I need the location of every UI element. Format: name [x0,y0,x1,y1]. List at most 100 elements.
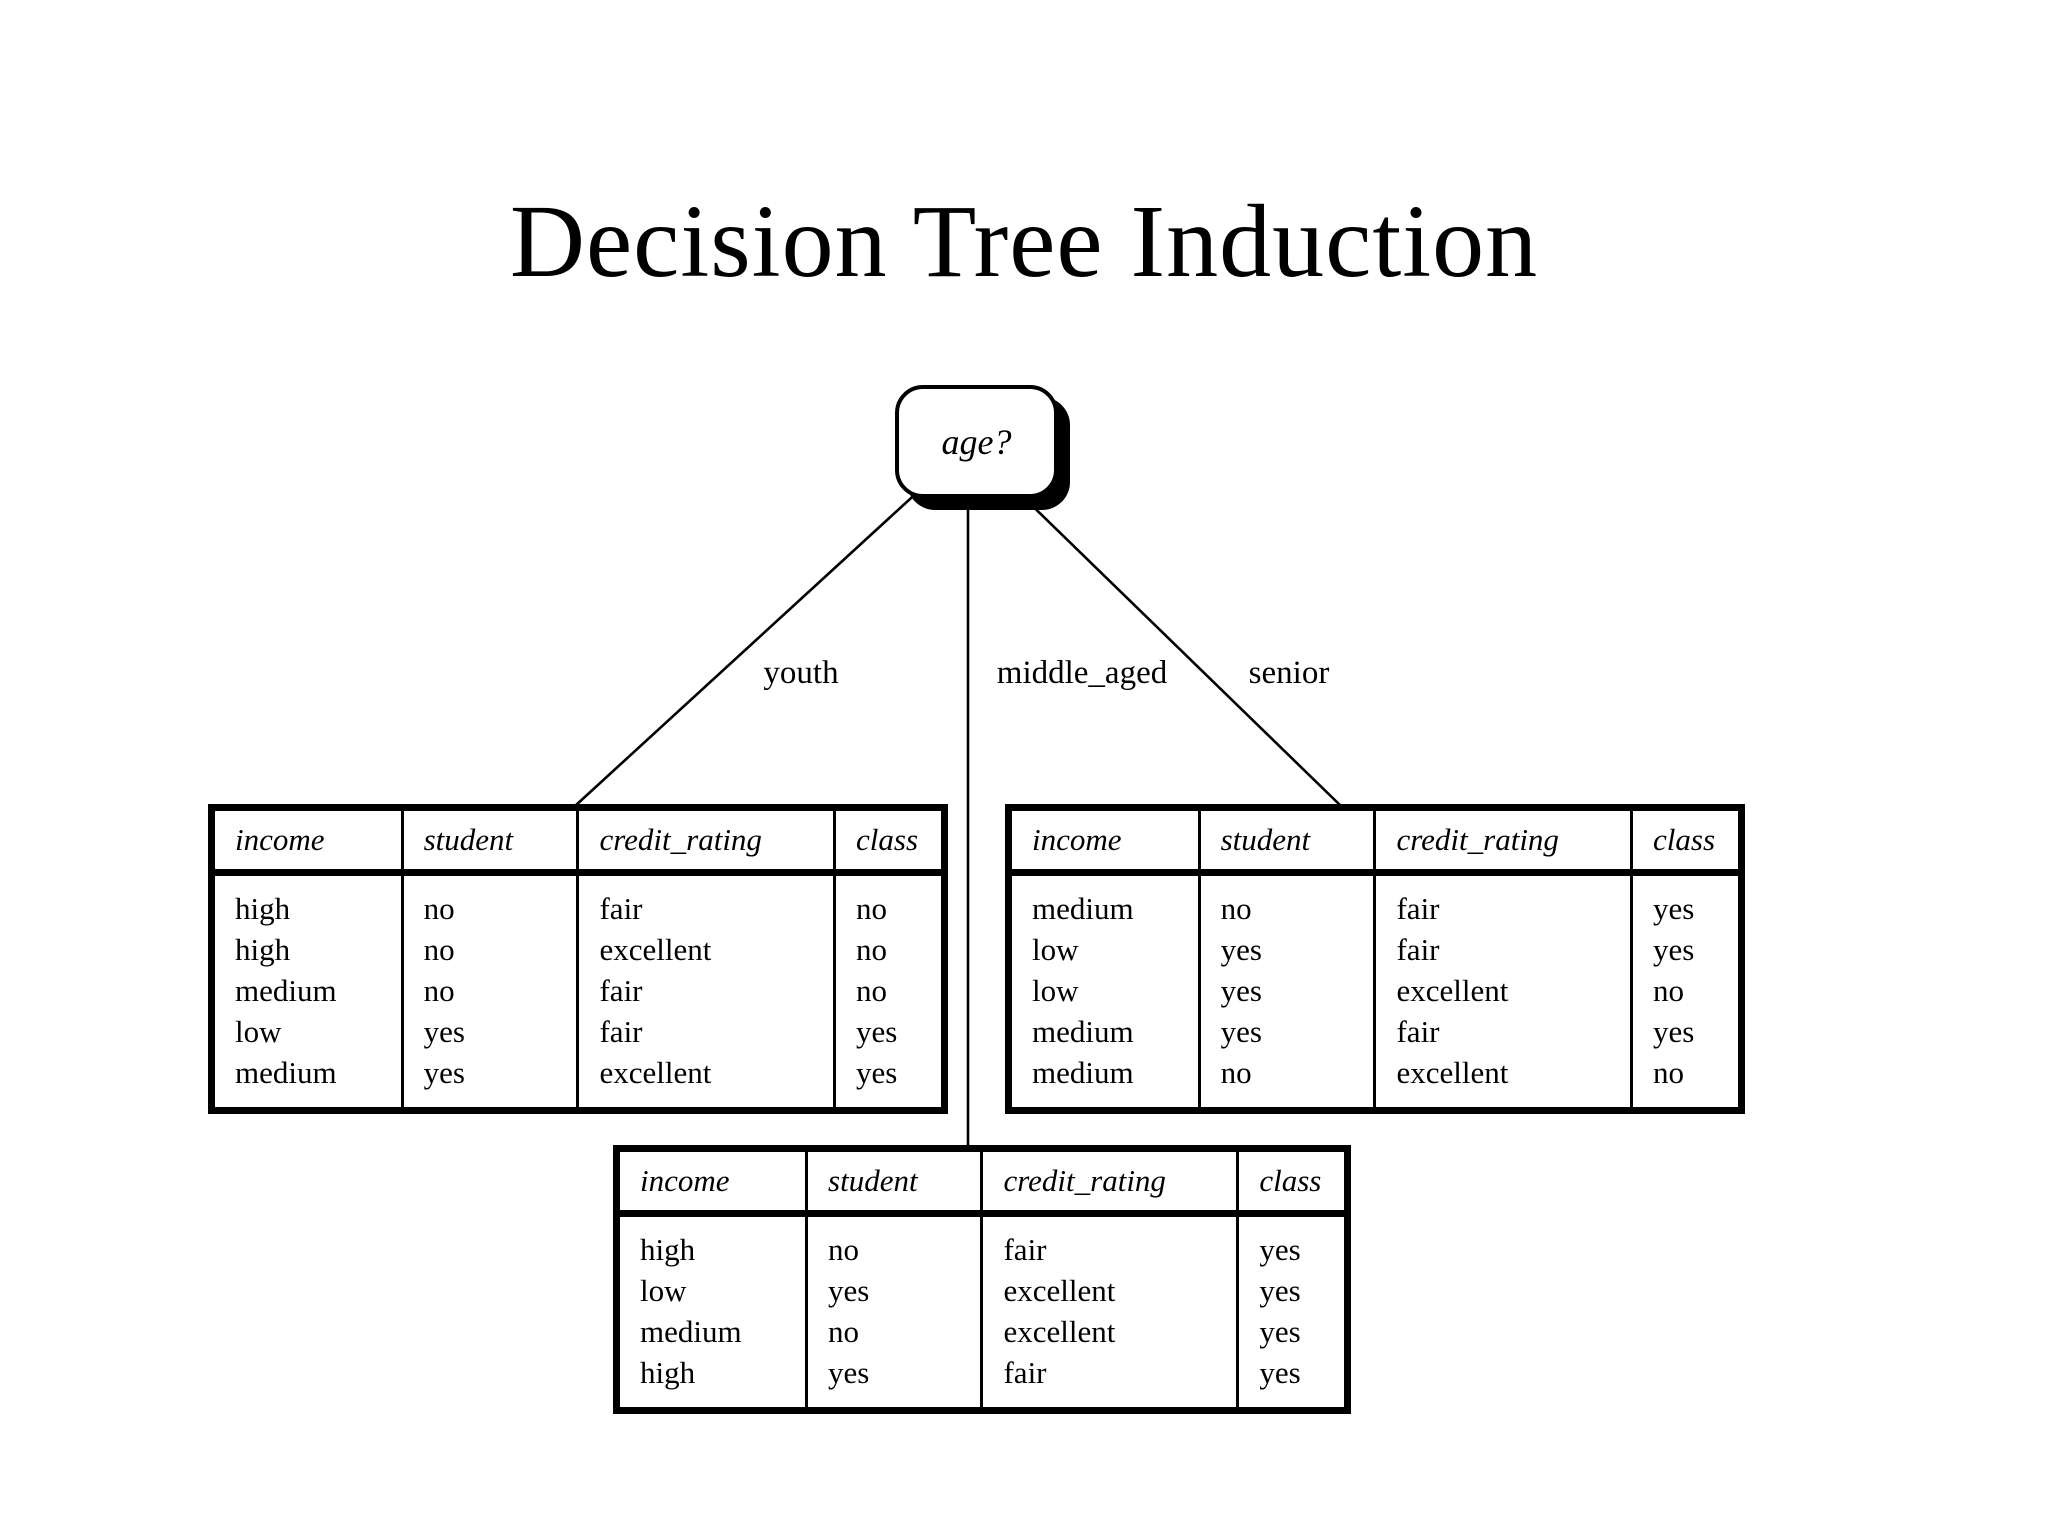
table-cell: no [400,872,578,929]
table-cell: excellent [576,1052,835,1111]
table-cell: fair [576,872,835,929]
table-cell: yes [1630,929,1742,970]
header-cell: income [616,1148,807,1217]
branch-label-youth: youth [763,655,839,691]
branch-label-middle-aged: middle_aged [996,655,1168,691]
table-cell: yes [1197,970,1375,1011]
table-cell: fair [980,1352,1238,1411]
table-cell: fair [980,1213,1238,1270]
table-cell: low [1032,931,1079,967]
table-cell: medium [1032,1013,1134,1049]
table-cell: yes [400,1052,578,1111]
branch-line-senior [1013,487,1342,807]
table-cell: low [235,1013,282,1049]
age-node-label: age? [941,421,1012,462]
page-title: Decision Tree Induction [509,183,1539,299]
header-cell: class [833,807,945,876]
table-cell: yes [833,1052,945,1111]
table-cell: medium [235,1054,337,1090]
table-cell: no [805,1311,982,1352]
table-cell: medium [235,972,337,1008]
table-cell: medium [640,1313,742,1349]
table-cell: excellent [1373,1052,1632,1111]
table-cell: yes [400,1011,578,1052]
table-cell: excellent [576,929,835,970]
table-cell: no [1197,872,1375,929]
table-cell: fair [1373,872,1632,929]
table-cell: yes [805,1270,982,1311]
table-cell: yes [1236,1352,1348,1411]
table-cell: no [833,872,945,929]
table-cell: yes [1197,929,1375,970]
header-cell: income [1008,807,1200,876]
table-cell: yes [833,1011,945,1052]
table-cell: no [1630,970,1742,1011]
table-cell: yes [1236,1213,1348,1270]
header-cell: income [211,807,403,876]
table-cell: high [640,1231,696,1267]
header-cell: class [1630,807,1742,876]
table-cell: fair [576,1011,835,1052]
table-cell: no [1197,1052,1375,1111]
header-cell: student [805,1148,982,1217]
table-cell: low [1032,972,1079,1008]
table-cell: excellent [1373,970,1632,1011]
table-cell: medium [1032,890,1134,926]
table-cell: no [1630,1052,1742,1111]
age-decision-node: age? [895,385,1058,498]
table-cell: excellent [980,1311,1238,1352]
branch-line-youth [574,487,923,807]
header-cell: credit_rating [1373,807,1632,876]
branch-label-senior: senior [1248,655,1330,691]
table-cell: yes [1197,1011,1375,1052]
table-cell: no [400,970,578,1011]
table-cell: fair [1373,929,1632,970]
table-cell: low [640,1272,687,1308]
header-cell: student [400,807,578,876]
table-cell: excellent [980,1270,1238,1311]
table-cell: fair [576,970,835,1011]
table-cell: no [805,1213,982,1270]
table-cell: high [640,1354,696,1390]
header-cell: class [1236,1148,1348,1217]
table-cell: yes [1236,1311,1348,1352]
header-cell: student [1197,807,1375,876]
table-cell: high [235,890,291,926]
header-cell: credit_rating [576,807,835,876]
table-cell: yes [805,1352,982,1411]
table-cell: yes [1630,872,1742,929]
table-cell: no [400,929,578,970]
table-cell: fair [1373,1011,1632,1052]
table-cell: high [235,931,291,967]
table-cell: yes [1236,1270,1348,1311]
table-cell: no [833,970,945,1011]
header-cell: credit_rating [980,1148,1238,1217]
table-cell: medium [1032,1054,1134,1090]
table-cell: yes [1630,1011,1742,1052]
